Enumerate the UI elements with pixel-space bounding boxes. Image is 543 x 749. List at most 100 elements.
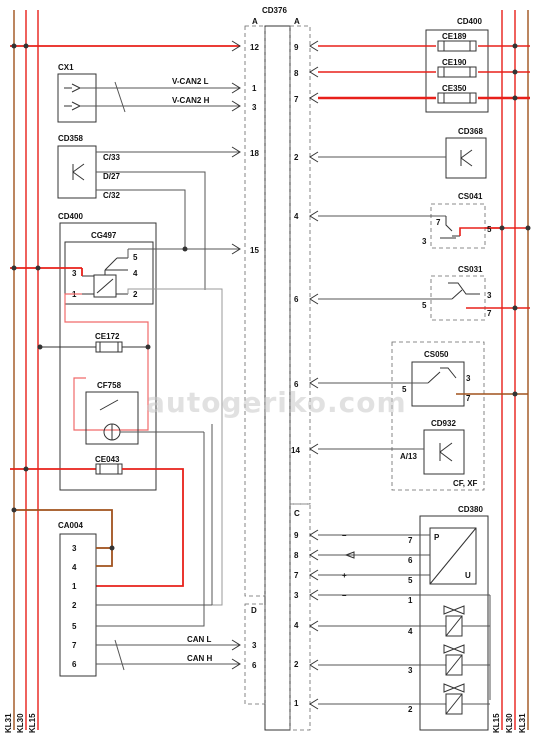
cd400-left-box <box>59 222 157 491</box>
cx1-connector <box>57 73 241 123</box>
cd380-u-label: U <box>465 571 471 580</box>
cs050-pin-3: 3 <box>466 374 471 383</box>
cd376-pin-14: 14 <box>291 446 300 455</box>
cs041-pin-7: 7 <box>436 218 441 227</box>
cf-xf-label: CF, XF <box>453 479 478 488</box>
cd376-d-pin-3: 3 <box>252 641 257 650</box>
cd380-minus-1: – <box>342 531 347 540</box>
ce172-fuse <box>37 341 151 353</box>
wire-pin15 <box>127 243 241 258</box>
ca004-label: CA004 <box>58 521 83 530</box>
ca004-connector <box>11 424 241 677</box>
wire-kl30-pin12 <box>10 40 241 52</box>
cs031-pin-7: 7 <box>487 309 492 318</box>
rail-label-kl31-left: KL31 <box>4 713 13 733</box>
cd376-c-pin-4: 4 <box>294 621 299 630</box>
cd376-pin-6a: 6 <box>294 295 299 304</box>
cd376-pin-4: 4 <box>294 212 299 221</box>
ca004-pin-6: 6 <box>72 660 77 669</box>
cd376-pin-18: 18 <box>250 149 259 158</box>
cx1-label: CX1 <box>58 63 74 72</box>
cg497-relay <box>82 257 128 298</box>
cf-xf-group <box>391 341 485 491</box>
cd376-c-pin-1: 1 <box>294 699 299 708</box>
cd368-label: CD368 <box>458 127 483 136</box>
cd376-c-pin-2: 2 <box>294 660 299 669</box>
cd376-c-pin-9: 9 <box>294 531 299 540</box>
cg497-pin-5: 5 <box>133 253 138 262</box>
cs031-switch <box>309 275 530 321</box>
cd376-col-a-left: A <box>252 17 258 26</box>
cx1-wire-vcan2l: V-CAN2 L <box>172 77 209 86</box>
cd376-pin-1: 1 <box>252 84 257 93</box>
valve-3-icon <box>443 683 490 715</box>
watermark: autogeriko.com <box>146 386 407 419</box>
cd932-box <box>309 429 465 475</box>
cd376-pin-2: 2 <box>294 153 299 162</box>
cd376-pin-3: 3 <box>252 103 257 112</box>
cd932-label: CD932 <box>431 419 456 428</box>
ce043-label: CE043 <box>95 455 120 464</box>
cd376-unit <box>244 25 311 731</box>
ca004-pin-4: 4 <box>72 563 77 572</box>
cd376-pin-15: 15 <box>250 246 259 255</box>
cd358-pin-c32: C/32 <box>103 191 120 200</box>
valve-1-icon <box>443 605 490 637</box>
cd368-box <box>309 137 487 179</box>
cs050-switch <box>309 361 528 407</box>
cx1-wire-vcan2h: V-CAN2 H <box>172 96 210 105</box>
left-rails <box>13 10 39 730</box>
ce189-label: CE189 <box>442 32 467 41</box>
cd932-pin-a13: A/13 <box>400 452 417 461</box>
wire-relay-pin2 <box>127 288 223 606</box>
cd376-d-pin-6: 6 <box>252 661 257 670</box>
cd376-pin-8: 8 <box>294 69 299 78</box>
cd376-col-d: D <box>251 606 257 615</box>
cs041-pin-3: 3 <box>422 237 427 246</box>
cs050-pin-5: 5 <box>402 385 407 394</box>
cd376-col-a-right: A <box>294 17 300 26</box>
cd376-c-pin-7: 7 <box>294 571 299 580</box>
cd380-pin-4: 4 <box>408 627 413 636</box>
cd376-c-pin-8: 8 <box>294 551 299 560</box>
cd380-minus-2: – <box>342 591 347 600</box>
ce172-label: CE172 <box>95 332 120 341</box>
fuse-ce189 <box>437 40 477 52</box>
ca004-pin-7: 7 <box>72 641 77 650</box>
rail-label-kl30-left: KL30 <box>16 713 25 733</box>
cd376-pin-6b: 6 <box>294 380 299 389</box>
cs041-pin-5: 5 <box>487 225 492 234</box>
cd380-pin-3: 3 <box>408 666 413 675</box>
cg497-pin-4: 4 <box>133 269 138 278</box>
ca004-pin-2: 2 <box>72 601 77 610</box>
cd380-plus: + <box>342 571 347 580</box>
cf758-label: CF758 <box>97 381 122 390</box>
cd376-c-pin-3: 3 <box>294 591 299 600</box>
cs031-pin-3: 3 <box>487 291 492 300</box>
can-h-label: CAN H <box>187 654 213 663</box>
fuse-ce350 <box>437 92 477 104</box>
ce190-label: CE190 <box>442 58 467 67</box>
right-rails <box>501 10 529 730</box>
cd358-pin-d27: D/27 <box>103 172 120 181</box>
cd380-pin-6: 6 <box>408 556 413 565</box>
cd380-p-label: P <box>434 533 440 542</box>
wire-kl15-relay <box>10 265 83 276</box>
ce043-fuse <box>10 463 184 587</box>
cd400-left-label: CD400 <box>58 212 83 221</box>
cg497-label: CG497 <box>91 231 117 240</box>
cd358-label: CD358 <box>58 134 83 143</box>
rail-label-kl15-right: KL15 <box>492 713 501 733</box>
cd376-pin-9: 9 <box>294 43 299 52</box>
cd376-label: CD376 <box>262 6 287 15</box>
cd380-pin-7: 7 <box>408 536 413 545</box>
cd376-pin-7: 7 <box>294 95 299 104</box>
cd380-label: CD380 <box>458 505 483 514</box>
ce350-label: CE350 <box>442 84 467 93</box>
cs050-label: CS050 <box>424 350 449 359</box>
ca004-pin-5: 5 <box>72 622 77 631</box>
right-fuse-wires <box>309 40 530 104</box>
cs031-pin-5: 5 <box>422 301 427 310</box>
can-l-label: CAN L <box>187 635 212 644</box>
